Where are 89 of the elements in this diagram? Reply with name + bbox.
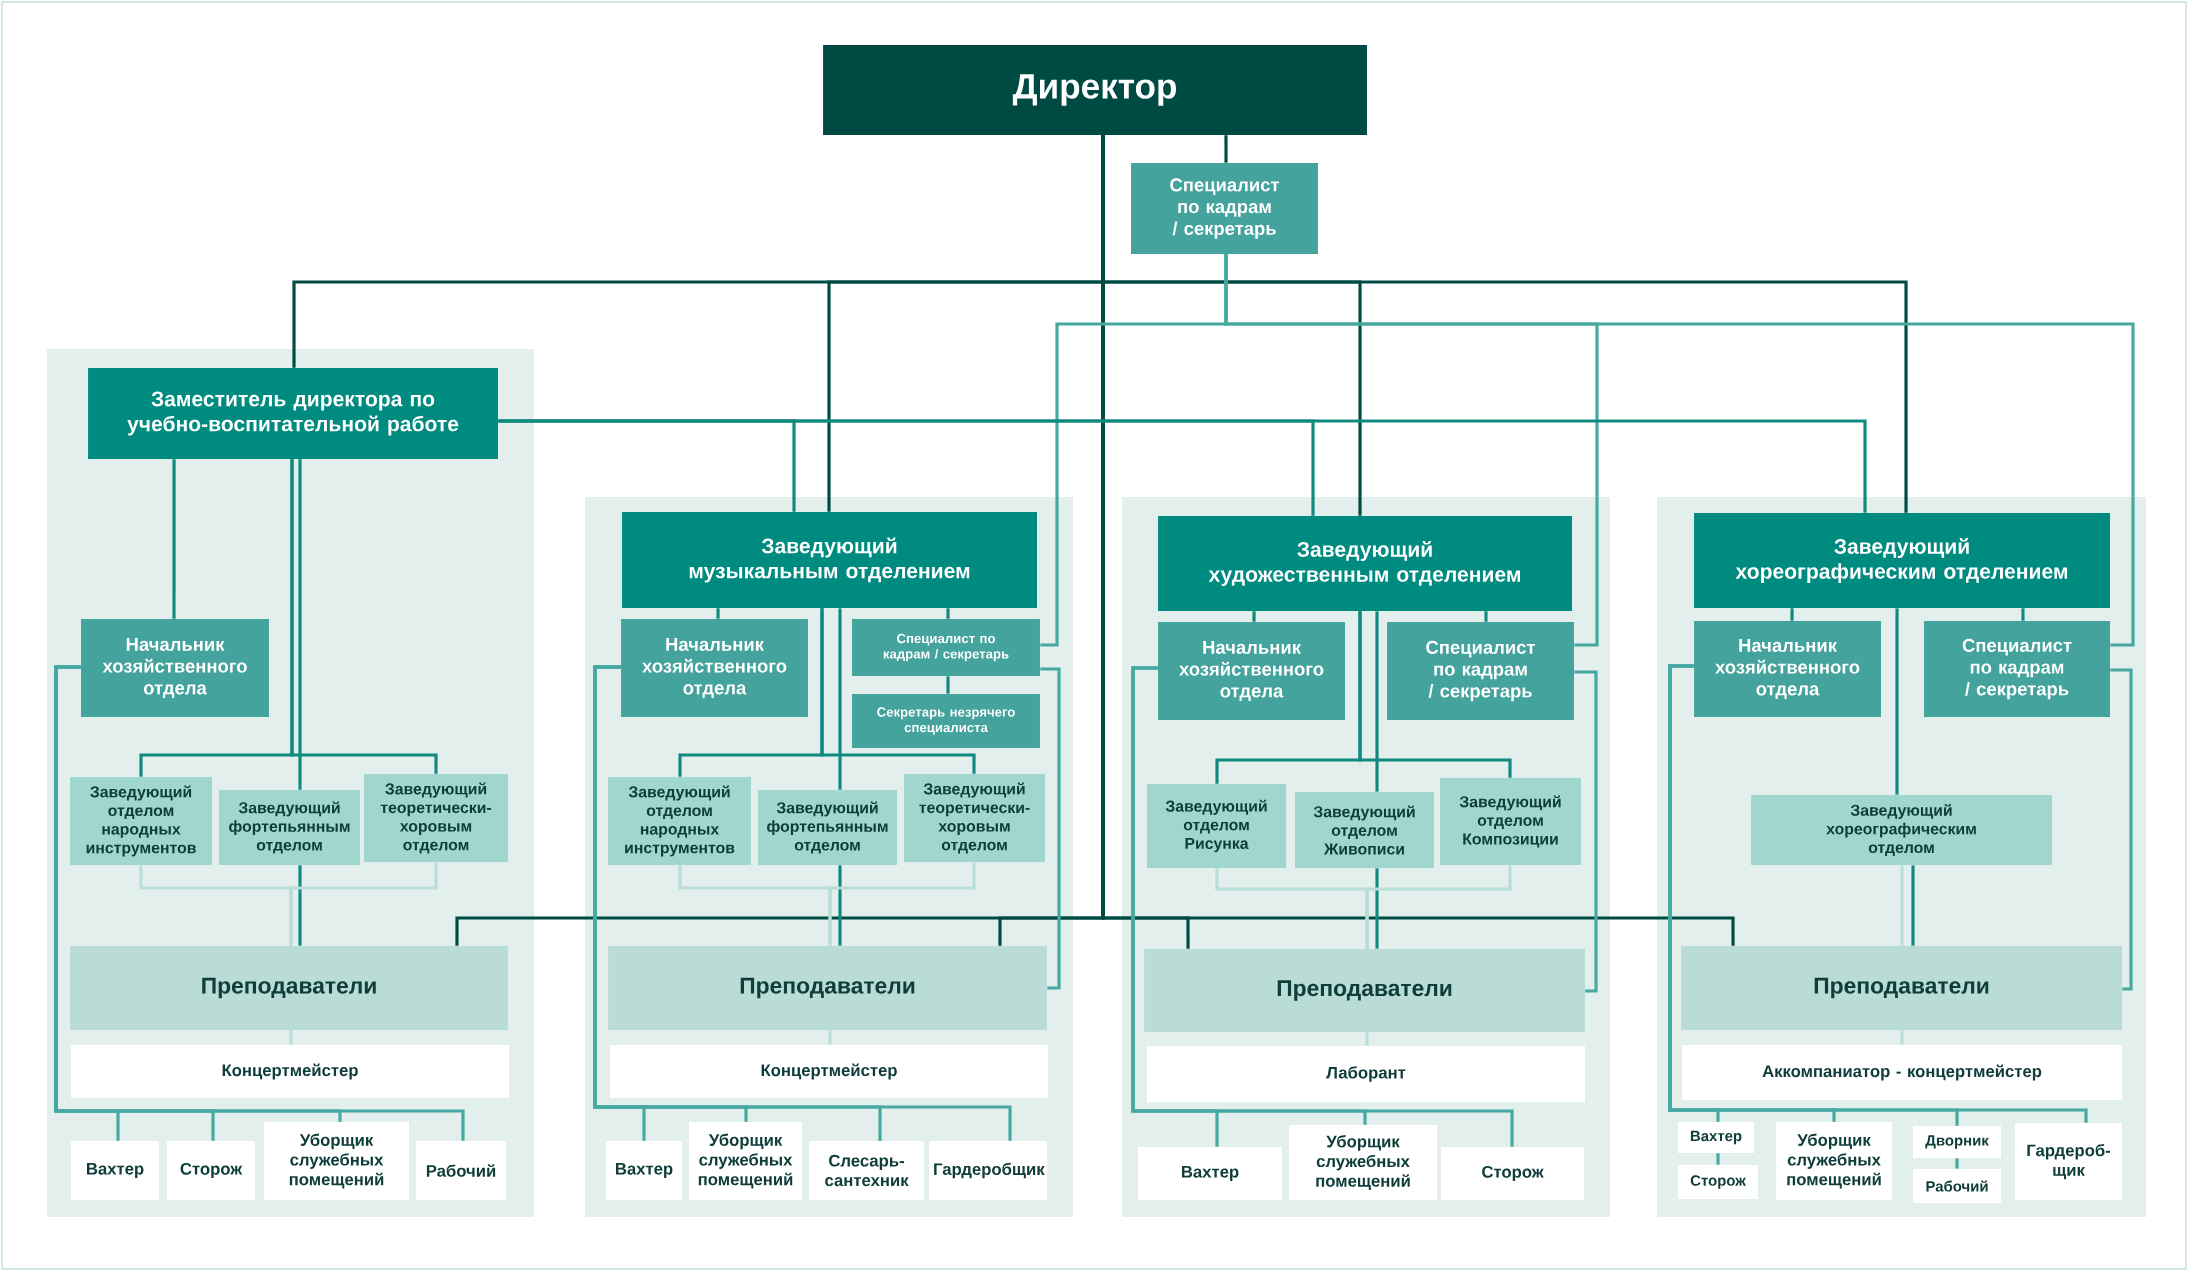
connector-line xyxy=(1900,865,1904,946)
connector-line xyxy=(1358,611,1512,778)
connector-line xyxy=(1224,254,2135,647)
position-box: Сторож xyxy=(167,1141,255,1200)
position-box: Дворник xyxy=(1913,1126,2001,1158)
connector-line xyxy=(1131,666,1514,1147)
position-box: Уборщик служебных помещений xyxy=(689,1122,802,1200)
connector-line xyxy=(1375,868,1379,949)
department-box: Заведующий отделом народных инструментов xyxy=(608,777,751,865)
position-box: Сторож xyxy=(1441,1147,1584,1200)
connector-line xyxy=(1484,611,1488,622)
connector-line xyxy=(1668,664,2088,1123)
connector-line xyxy=(289,862,438,946)
position-box: Уборщик служебных помещений xyxy=(264,1122,409,1200)
connector-line xyxy=(1040,667,1061,990)
department-box: Заведующий отделом Живописи xyxy=(1295,792,1434,868)
staff-box: Начальник хозяйственного отдела xyxy=(1158,622,1345,720)
connector-line xyxy=(1895,608,1899,795)
connector-line xyxy=(172,459,176,619)
department-box: Заведующий фортепьянным отделом xyxy=(758,790,897,865)
position-box: Концертмейстер xyxy=(610,1045,1048,1098)
position-box: Уборщик служебных помещений xyxy=(1289,1125,1437,1200)
connector-line xyxy=(1101,135,1735,946)
staff-box: Начальник хозяйственного отдела xyxy=(621,619,808,717)
connector-line xyxy=(828,862,976,946)
teachers-box: Преподаватели xyxy=(1681,946,2122,1030)
position-box: Аккомпаниатор - концертмейстер xyxy=(1682,1045,2122,1100)
department-box: Заведующий отделом Рисунка xyxy=(1147,784,1286,868)
staff-box: Начальник хозяйственного отдела xyxy=(1694,621,1881,717)
position-box: Гардероб-щик xyxy=(2015,1123,2122,1200)
connector-line xyxy=(716,608,720,619)
position-box: Сторож xyxy=(1678,1165,1758,1199)
position-box: Рабочий xyxy=(1913,1169,2001,1203)
connector-line xyxy=(946,676,950,694)
position-box: Вахтер xyxy=(1138,1147,1282,1200)
staff-box: Секретарь незрячего специалиста xyxy=(852,694,1040,748)
connector-line xyxy=(290,459,438,774)
department-box: Заведующий теоретически-хоровым отделом xyxy=(364,774,508,862)
position-box: Лаборант xyxy=(1147,1046,1585,1102)
connector-line xyxy=(1365,1032,1369,1046)
head-box: Заведующий музыкальным отделением xyxy=(622,512,1037,608)
connector-line xyxy=(820,608,976,774)
department-box: Заведующий фортепьянным отделом xyxy=(219,790,360,865)
connector-line xyxy=(1911,865,1915,946)
connector-line xyxy=(1224,135,1228,163)
connector-line xyxy=(54,665,465,1141)
teachers-box: Преподаватели xyxy=(70,946,508,1030)
department-box: Заведующий отделом Композиции xyxy=(1440,778,1581,865)
director-box: Директор xyxy=(823,45,1367,135)
position-box: Вахтер xyxy=(71,1141,159,1200)
connector-line xyxy=(838,865,842,946)
connector-line xyxy=(946,608,950,619)
connector-line xyxy=(1574,670,1598,993)
teachers-box: Преподаватели xyxy=(1144,949,1585,1032)
head-box: Заведующий художественным отделением xyxy=(1158,516,1572,611)
connector-line xyxy=(498,419,1867,513)
teachers-box: Преподаватели xyxy=(608,946,1047,1030)
connector-line xyxy=(1375,611,1379,792)
connector-line xyxy=(1716,1153,1720,1165)
connector-line xyxy=(1790,608,1794,621)
staff-box: Специалист по кадрам / секретарь xyxy=(1924,621,2110,717)
connector-line xyxy=(1365,865,1512,949)
connector-line xyxy=(298,459,302,790)
department-box: Заведующий отделом народных инструментов xyxy=(70,777,212,865)
staff-box: Начальник хозяйственного отдела xyxy=(81,619,269,717)
department-box: Заведующий теоретически-хоровым отделом xyxy=(904,774,1045,862)
head-box: Заведующий хореографическим отделением xyxy=(1694,513,2110,608)
connector-line xyxy=(2021,608,2025,621)
position-box: Уборщик служебных помещений xyxy=(1776,1122,1892,1200)
department-box: Заведующий хореографическим отделом xyxy=(1751,795,2052,865)
connector-line xyxy=(838,608,842,790)
connector-line xyxy=(298,865,302,946)
position-box: Концертмейстер xyxy=(71,1045,509,1098)
head-box: Заместитель директора по учебно-воспитательной работе xyxy=(88,368,498,459)
connector-line xyxy=(2110,668,2133,991)
position-box: Слесарь-сантехник xyxy=(809,1141,924,1200)
position-box: Вахтер xyxy=(606,1141,682,1200)
connector-line xyxy=(593,665,1012,1141)
staff-box: Специалист по кадрам / секретарь xyxy=(1387,622,1574,720)
staff-box: Специалист по кадрам / секретарь xyxy=(1131,163,1318,254)
connector-line xyxy=(289,1030,293,1045)
connector-line xyxy=(1955,1158,1959,1169)
connector-line xyxy=(828,1030,832,1045)
position-box: Рабочий xyxy=(416,1141,506,1200)
position-box: Вахтер xyxy=(1678,1122,1754,1153)
position-box: Гардеробщик xyxy=(929,1141,1047,1200)
staff-box: Специалист по кадрам / секретарь xyxy=(852,619,1040,676)
connector-line xyxy=(1900,1030,1904,1045)
connector-line xyxy=(1252,611,1256,622)
